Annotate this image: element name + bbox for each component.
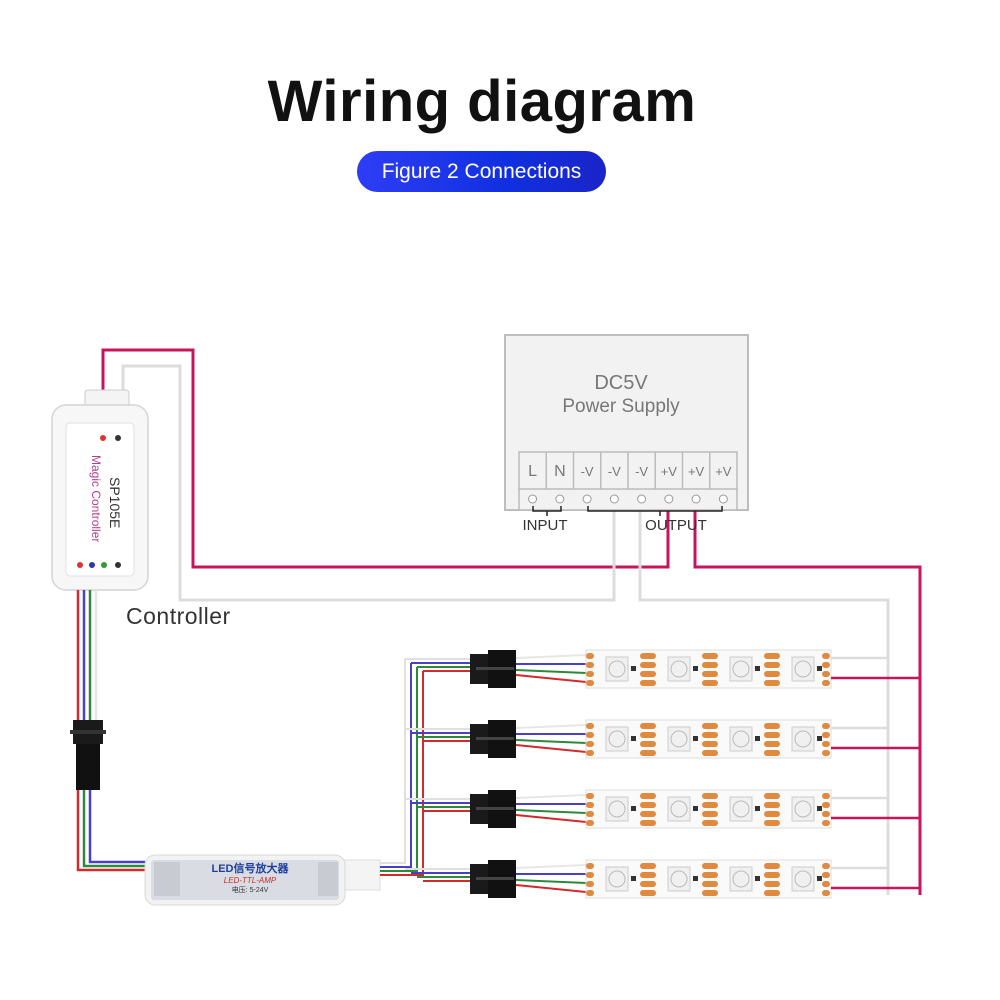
terminal-screw-icon	[609, 494, 619, 504]
subtitle-badge: Figure 2 Connections	[357, 151, 606, 192]
terminal-screw-icon	[664, 494, 674, 504]
terminal-label: +V	[661, 464, 678, 479]
controller-model: SP105E	[107, 477, 123, 528]
strip-connector	[470, 860, 516, 898]
terminal-screw-icon	[691, 494, 701, 504]
wire-controller-positive	[101, 348, 670, 569]
terminal-label: N	[554, 463, 566, 480]
wire-strips-positive	[693, 497, 922, 895]
page-title: Wiring diagram	[267, 69, 697, 134]
amplifier-voltage: 电压: 5-24V	[232, 885, 269, 894]
terminal-screw-icon	[582, 494, 592, 504]
input-label: INPUT	[523, 517, 568, 534]
terminal-label: -V	[635, 464, 648, 479]
wire-controller-negative	[121, 364, 616, 602]
terminal-screw-icon	[528, 494, 538, 504]
strip-connector	[470, 650, 516, 688]
output-bracket	[587, 506, 723, 516]
terminal-screw-icon	[718, 494, 728, 504]
amplifier-model: LED-TTL-AMP	[224, 876, 277, 885]
amplifier-name: LED信号放大器	[212, 861, 290, 875]
controller-connector	[70, 720, 106, 790]
power-supply-label: Power Supply	[562, 396, 680, 417]
controller-brand: Magic Controller	[89, 455, 103, 542]
input-bracket	[532, 506, 562, 516]
output-label: OUTPUT	[645, 517, 707, 534]
led-strip-3	[405, 789, 920, 829]
led-strip-4	[405, 859, 920, 899]
terminal-screw-icon	[637, 494, 647, 504]
controller-label: Controller	[126, 603, 231, 629]
led-strip-1	[405, 649, 920, 689]
strip-connector	[470, 790, 516, 828]
signal-amplifier: LED信号放大器 LED-TTL-AMP 电压: 5-24V	[144, 854, 381, 906]
terminal-label: +V	[715, 464, 732, 479]
led-strip-2	[405, 719, 920, 759]
power-supply-voltage: DC5V	[594, 372, 648, 394]
controller: SP105E Magic Controller	[51, 389, 149, 591]
terminal-screw-icon	[555, 494, 565, 504]
terminal-label: -V	[581, 464, 594, 479]
strip-connector	[470, 720, 516, 758]
terminal-label: +V	[688, 464, 705, 479]
wire-strips-negative	[638, 497, 890, 895]
terminal-label: L	[528, 463, 537, 480]
terminal-label: -V	[608, 464, 621, 479]
